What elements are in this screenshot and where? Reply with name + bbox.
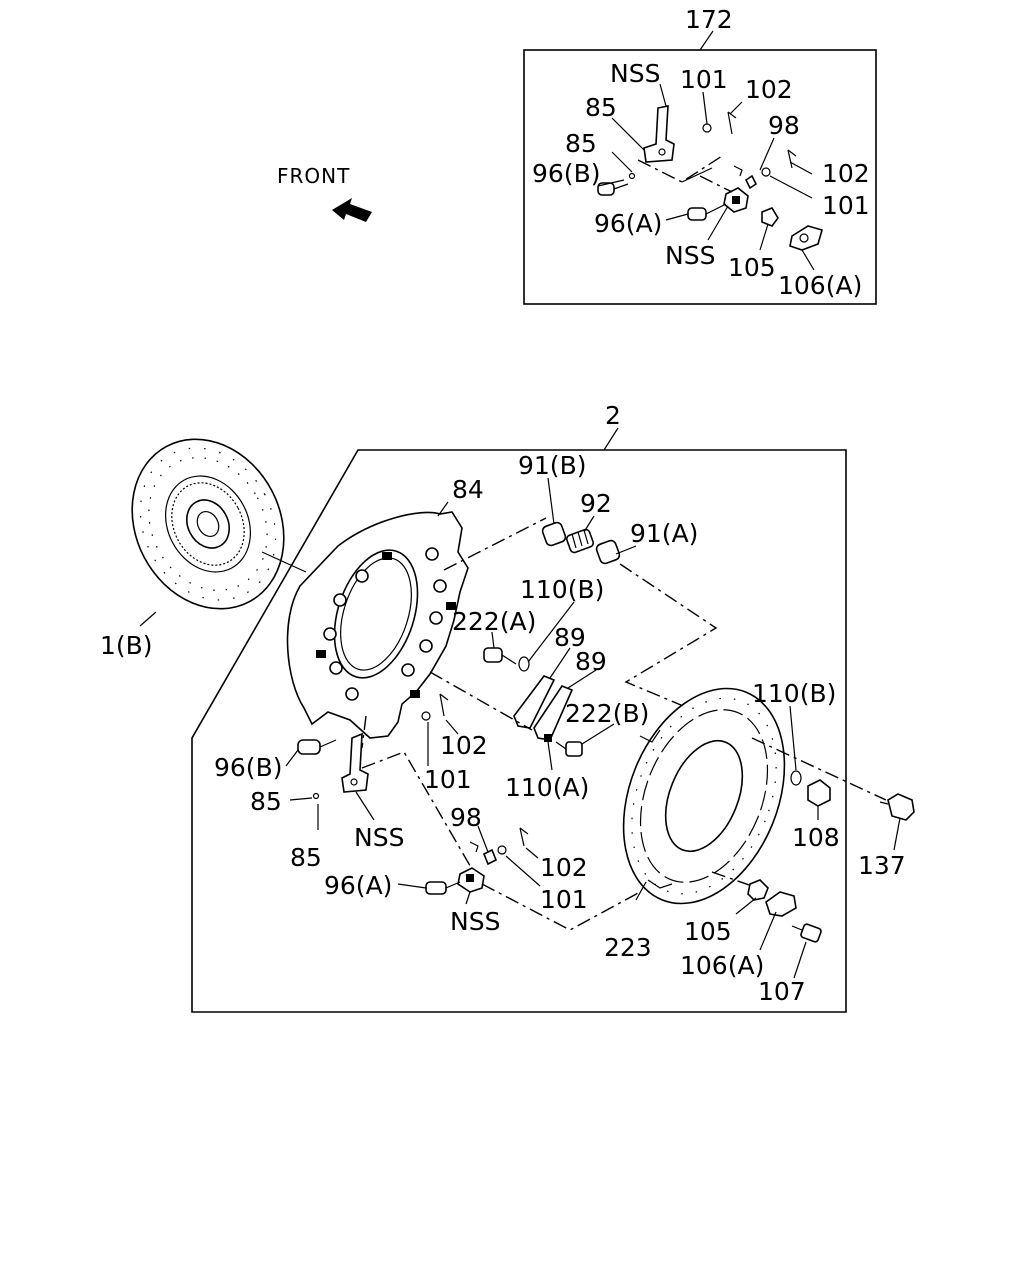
lever-linkage	[285, 715, 477, 877]
label-89-a: 89	[554, 623, 586, 652]
label-110a: 110(A)	[505, 773, 589, 802]
inset-group-number: 172	[685, 5, 733, 34]
label-96b: 96(B)	[214, 753, 282, 782]
inset-label-85-b: 85	[565, 129, 597, 158]
inset-label-98: 98	[768, 111, 800, 140]
clip-101-102	[421, 693, 459, 766]
label-222a: 222(A)	[452, 607, 536, 636]
label-102-low: 102	[540, 853, 588, 882]
cover-plate	[622, 687, 786, 905]
inset-label-96a: 96(A)	[594, 209, 662, 238]
inset-small-parts	[702, 111, 823, 251]
inset-lever-85	[637, 105, 723, 183]
leader-84	[437, 501, 449, 517]
inset-adjuster-nss	[687, 175, 749, 221]
label-105: 105	[684, 917, 732, 946]
inset-label-101-top: 101	[680, 65, 728, 94]
inset-pin-96b	[597, 172, 636, 196]
label-85-b: 85	[290, 843, 322, 872]
inset-label-102-top: 102	[745, 75, 793, 104]
front-label: FRONT	[277, 164, 350, 188]
label-98: 98	[450, 803, 482, 832]
label-110b-right: 110(B)	[752, 679, 836, 708]
label-85-a: 85	[250, 787, 282, 816]
label-108: 108	[792, 823, 840, 852]
clutch-disc	[131, 438, 307, 627]
label-89-b: 89	[575, 647, 607, 676]
inset-label-nss-top: NSS	[610, 59, 660, 88]
label-84: 84	[452, 475, 484, 504]
label-223: 223	[604, 933, 652, 962]
front-indicator: FRONT	[277, 164, 372, 222]
label-101-low: 101	[540, 885, 588, 914]
adjuster-lower	[397, 825, 641, 931]
label-91b: 91(B)	[518, 451, 586, 480]
inset-label-101-right: 101	[822, 191, 870, 220]
inset-label-106a: 106(A)	[778, 271, 862, 300]
inset-label-102-right: 102	[822, 159, 870, 188]
main-group-2: 2 1(B)	[100, 401, 915, 1013]
right-fasteners	[711, 705, 915, 979]
label-nss-a: NSS	[354, 823, 404, 852]
spring-assembly	[443, 477, 718, 719]
inset-leader	[699, 30, 714, 51]
pressure-plate	[286, 511, 469, 739]
label-96a: 96(A)	[324, 871, 392, 900]
label-91a: 91(A)	[630, 519, 698, 548]
inset-group-172: 172	[523, 5, 877, 305]
strap-and-bolts	[429, 601, 615, 771]
main-leader	[603, 427, 619, 451]
label-107: 107	[758, 977, 806, 1006]
main-frame	[191, 449, 847, 1013]
front-arrow-icon	[332, 198, 372, 222]
label-101: 101	[424, 765, 472, 794]
label-110b-upper: 110(B)	[520, 575, 604, 604]
label-1b: 1(B)	[100, 631, 153, 660]
inset-label-nss-bottom: NSS	[665, 241, 715, 270]
inset-leaders	[597, 83, 815, 271]
inset-label-105: 105	[728, 253, 776, 282]
label-222b: 222(B)	[565, 699, 649, 728]
main-group-number: 2	[605, 401, 621, 430]
label-106a: 106(A)	[680, 951, 764, 980]
inset-label-85-a: 85	[585, 93, 617, 122]
label-92: 92	[580, 489, 612, 518]
label-nss-b: NSS	[450, 907, 500, 936]
label-102: 102	[440, 731, 488, 760]
label-137: 137	[858, 851, 906, 880]
inset-label-96b: 96(B)	[532, 159, 600, 188]
